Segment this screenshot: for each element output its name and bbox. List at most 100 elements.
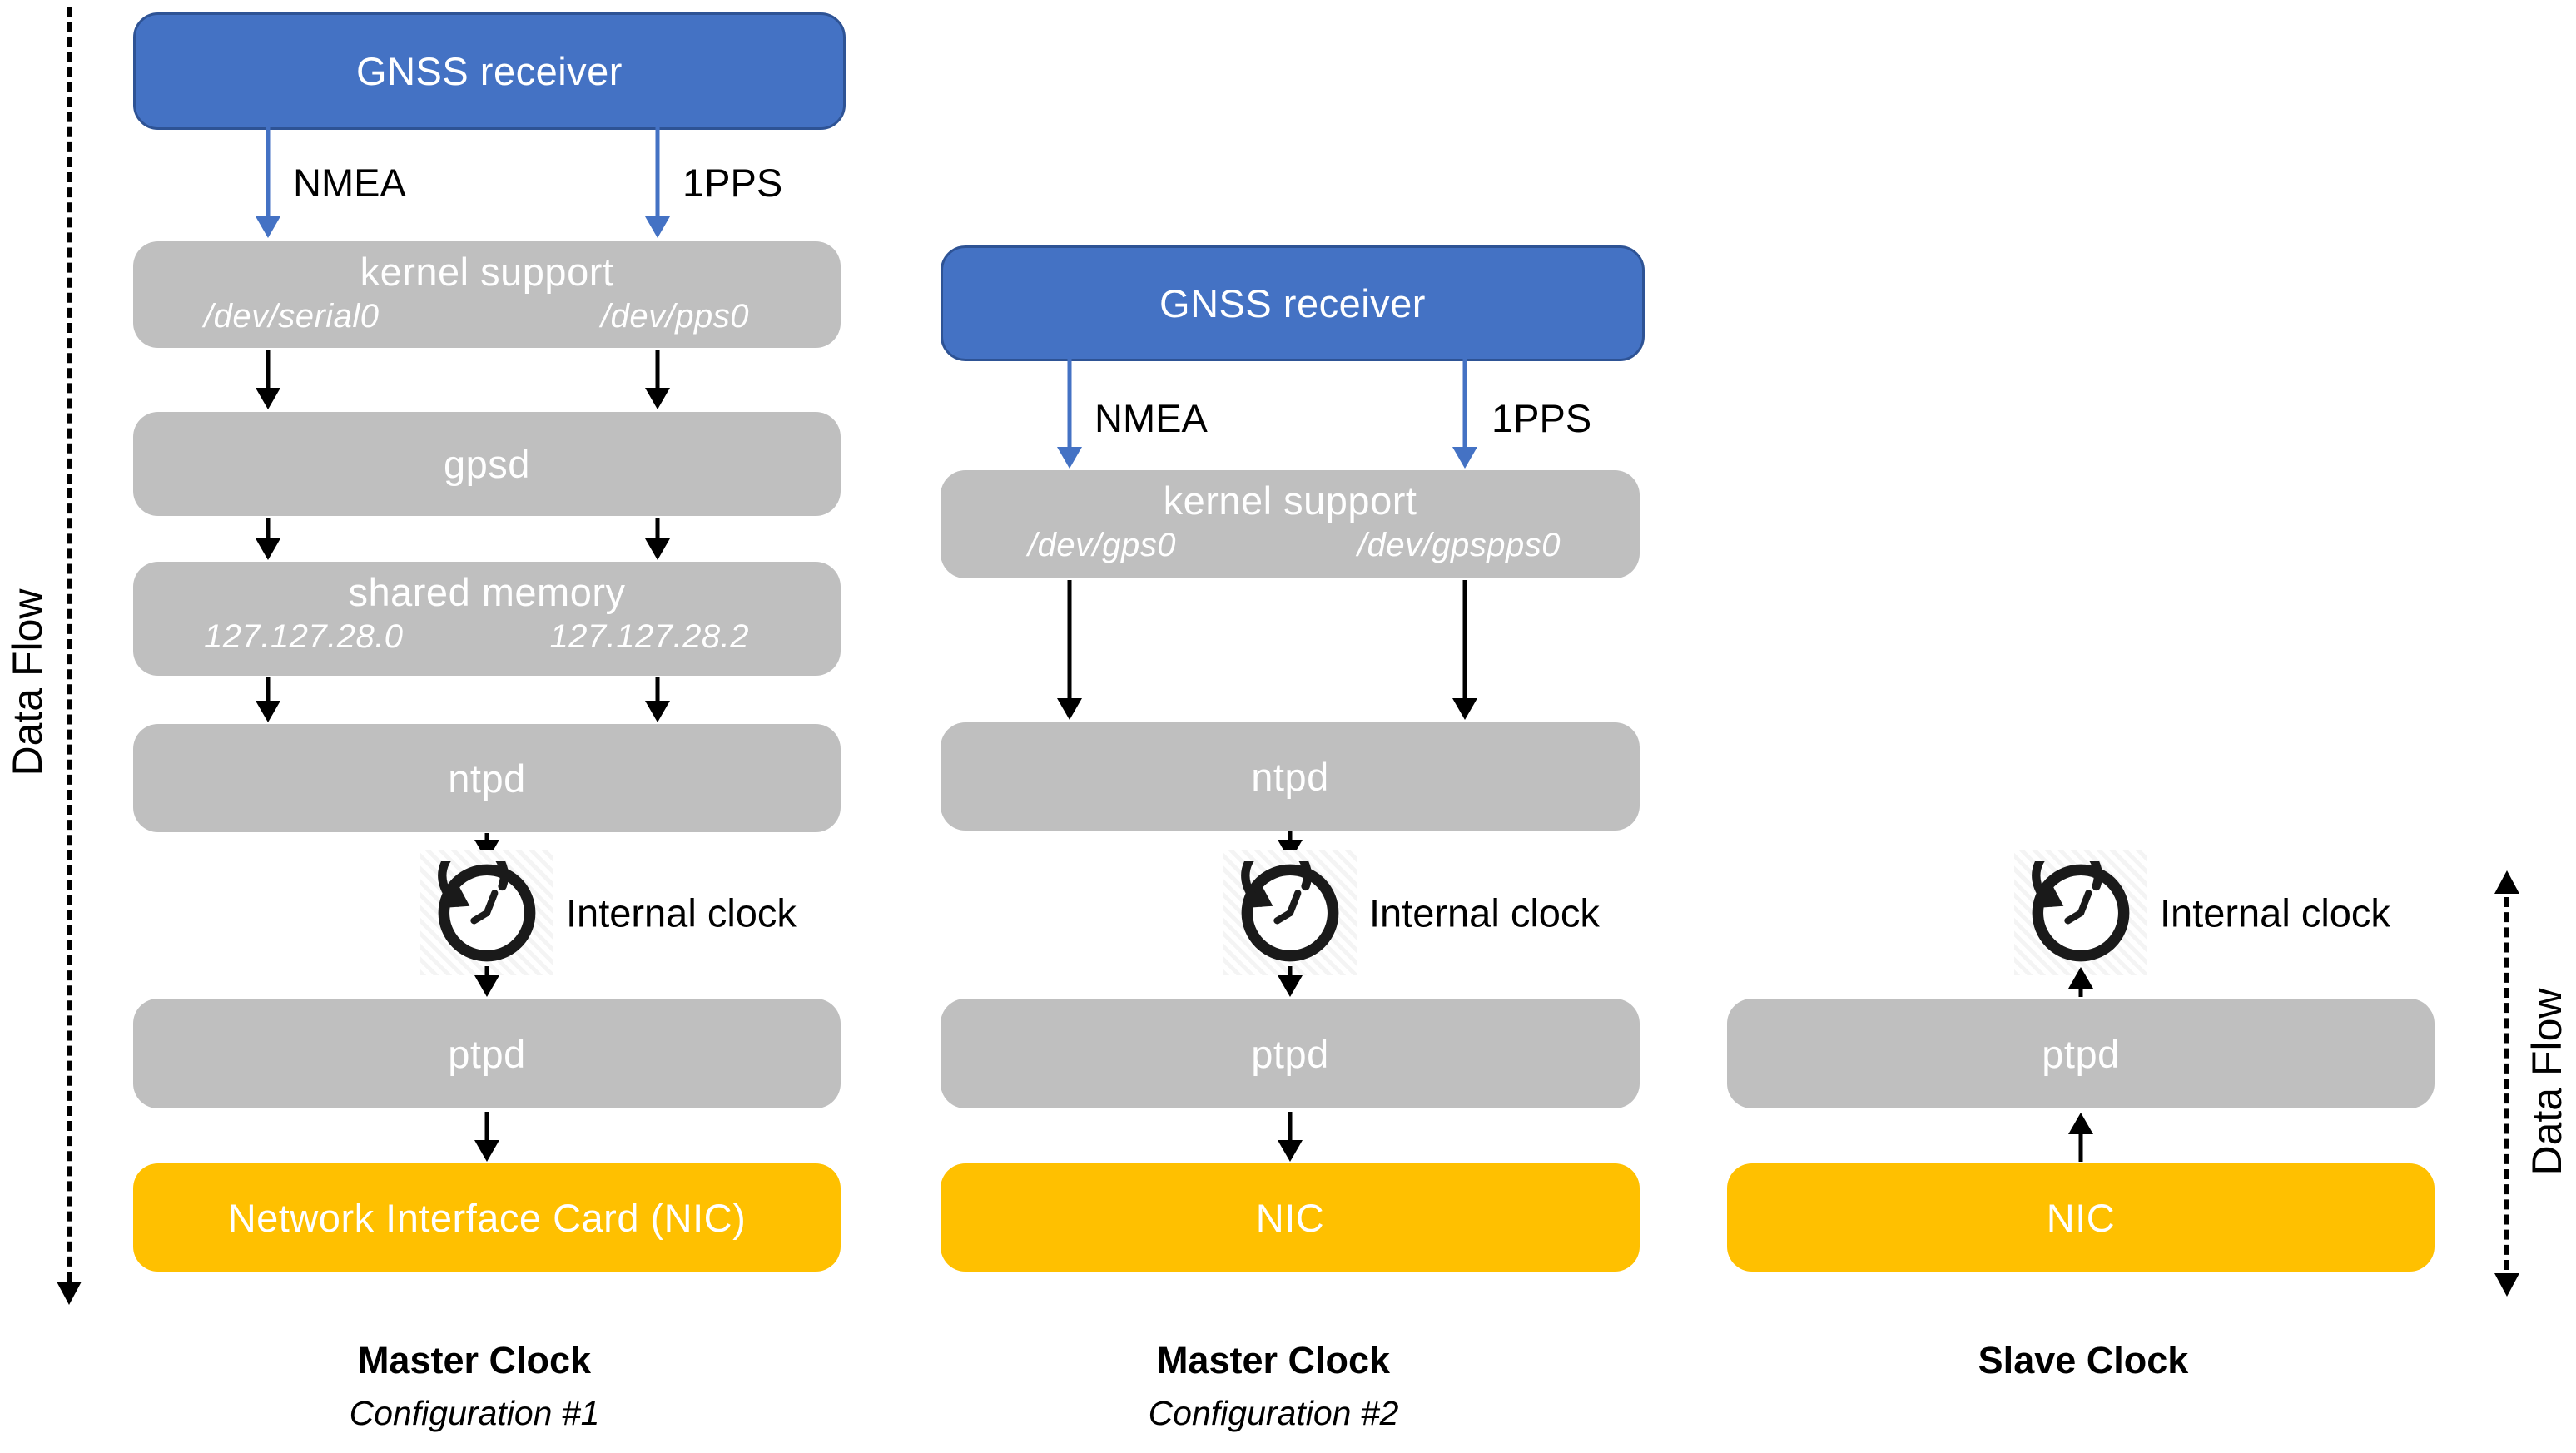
nic-label: NIC [2046,1195,2116,1240]
arrow-shaft [1067,580,1072,702]
arrow-head [256,216,280,238]
arrow-shaft [655,350,660,391]
arrow-head [645,216,670,238]
ptpd-box: ptpd [941,999,1640,1108]
pps-arrow [644,126,671,238]
arrow-shaft [655,518,660,542]
footer-title: Master Clock [357,1339,592,1381]
flow-arrow [1277,1112,1303,1162]
flow-arrow-up [2067,967,2094,997]
nmea-arrow [1056,359,1083,469]
ptpd-box: ptpd [133,999,841,1108]
shared-memory-label: shared memory [348,570,626,614]
arrow-shaft [484,1112,489,1143]
arrow-head [256,538,280,560]
gnss-receiver-label: GNSS receiver [1159,281,1426,325]
gnss-receiver-box: GNSS receiver [133,12,846,130]
kernel-support-box: kernel support /dev/serial0 /dev/pps0 [133,241,841,348]
gpsd-label: gpsd [444,442,530,486]
right-dataflow-arrowhead-up-icon [2494,870,2519,894]
internal-clock-icon [438,861,536,962]
arrow-shaft [484,966,489,979]
flow-arrow [644,518,671,560]
device-path-left: /dev/gps0 [1028,527,1176,564]
flow-arrow [255,518,281,560]
footer-title: Slave Clock [1978,1339,2189,1381]
arrow-shaft [1067,359,1072,450]
shm-address-left: 127.127.28.0 [204,618,404,656]
footer-subtitle: Configuration #1 [349,1394,600,1432]
arrow-head [474,1140,499,1162]
column-footer: Master Clock Configuration #2 [982,1338,1565,1434]
shm-address-right: 127.127.28.2 [549,618,749,656]
flow-arrow [255,677,281,722]
nic-box: Network Interface Card (NIC) [133,1163,841,1272]
flow-arrow [474,966,500,997]
internal-clock-icon [2032,861,2130,962]
arrow-head [2068,1113,2093,1134]
arrow-shaft [2078,1131,2083,1162]
flow-arrow [644,350,671,409]
device-paths-row: /dev/serial0 /dev/pps0 [133,298,841,335]
arrow-head [645,388,670,409]
right-dataflow-dashed-line [2504,897,2509,1270]
flow-arrow [644,677,671,722]
kernel-support-box: kernel support /dev/gps0 /dev/gpspps0 [941,470,1640,578]
flow-arrow [1056,580,1083,720]
flow-arrow [255,350,281,409]
arrow-shaft [1288,1112,1293,1143]
arrow-shaft [1462,359,1467,450]
internal-clock-icon [1241,861,1339,962]
pps-arrow [1452,359,1478,469]
device-path-left: /dev/serial0 [204,298,380,335]
nic-box: NIC [941,1163,1640,1272]
arrow-shaft [266,126,271,220]
flow-arrow-up [2067,1113,2094,1162]
arrow-shaft [1462,580,1467,702]
kernel-support-label: kernel support [360,250,614,294]
ntpd-label: ntpd [1251,754,1329,799]
arrow-head [1452,698,1477,720]
arrow-head [256,388,280,409]
arrow-head [1057,698,1082,720]
internal-clock-label: Internal clock [566,890,797,935]
arrow-head [256,701,280,722]
ntpd-box: ntpd [133,724,841,832]
arrow-head [474,975,499,997]
gnss-receiver-box: GNSS receiver [941,245,1645,361]
column-footer: Slave Clock [1792,1338,2375,1383]
internal-clock-label: Internal clock [2160,890,2390,935]
device-path-right: /dev/gpspps0 [1357,527,1561,564]
arrow-shaft [655,126,660,220]
arrow-shaft [2078,985,2083,997]
footer-subtitle: Configuration #2 [1148,1394,1399,1432]
arrow-head [1278,975,1303,997]
arrow-shaft [1288,831,1293,843]
ntpd-box: ntpd [941,722,1640,831]
pps-label: 1PPS [1491,396,1592,440]
nmea-label: NMEA [293,161,406,205]
ptpd-label: ptpd [448,1031,526,1076]
nic-box: NIC [1727,1163,2435,1272]
arrow-shaft [266,677,271,704]
device-path-right: /dev/pps0 [601,298,749,335]
device-paths-row: /dev/gps0 /dev/gpspps0 [941,527,1640,564]
kernel-support-label: kernel support [1163,479,1417,523]
arrow-shaft [266,518,271,542]
left-dataflow-dashed-line [67,7,72,1282]
arrow-head [1057,447,1082,469]
gnss-receiver-label: GNSS receiver [356,49,623,93]
right-dataflow-label: Data Flow [2524,988,2570,1176]
nmea-arrow [255,126,281,238]
ntpd-label: ntpd [448,756,526,801]
gpsd-box: gpsd [133,412,841,516]
footer-title: Master Clock [1156,1339,1391,1381]
internal-clock-label: Internal clock [1369,890,1600,935]
arrow-shaft [484,833,489,843]
ptpd-label: ptpd [2042,1031,2120,1076]
arrow-head [645,538,670,560]
column-footer: Master Clock Configuration #1 [183,1338,766,1434]
nmea-label: NMEA [1094,396,1208,440]
flow-arrow [1277,966,1303,997]
